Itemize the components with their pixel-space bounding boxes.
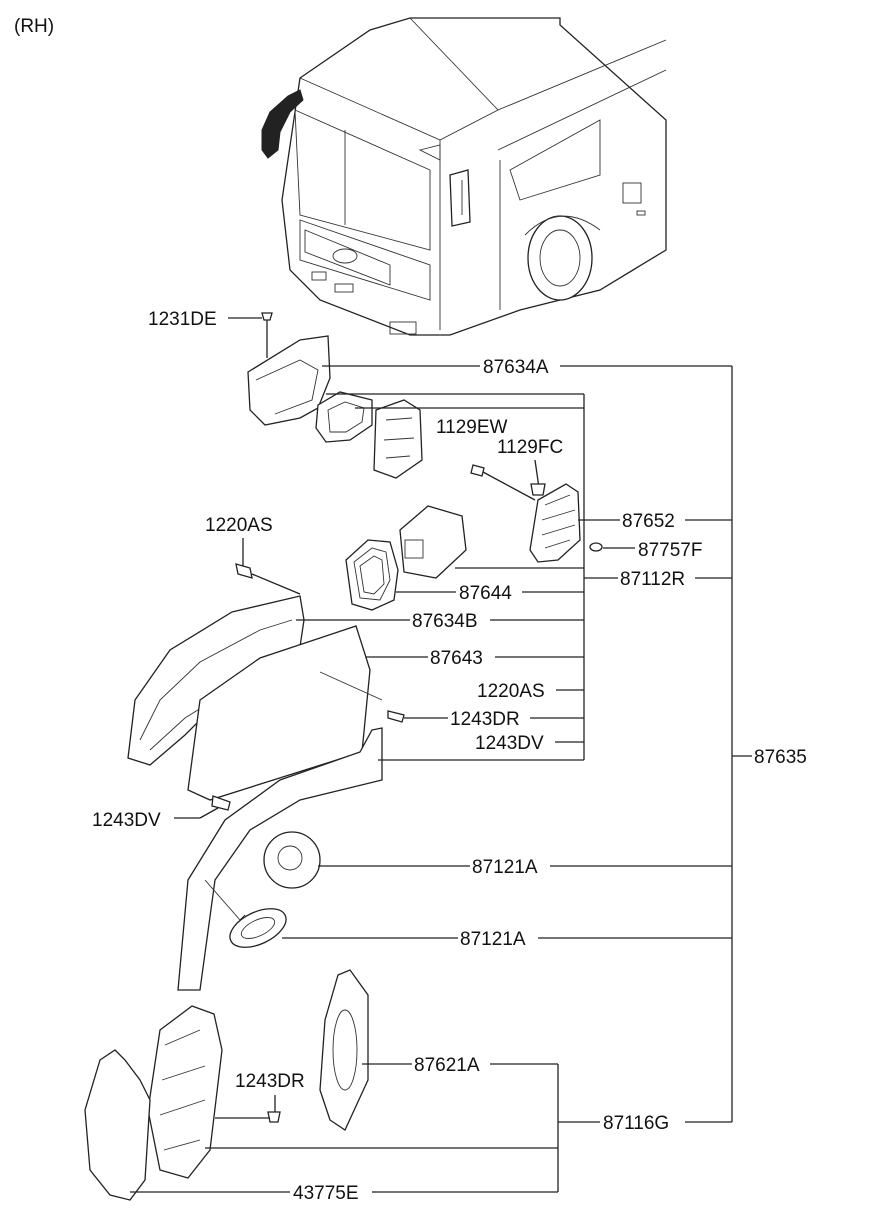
screw-1231DE [261,312,273,358]
label-87112R: 87112R [620,569,685,590]
van-illustration [261,17,667,336]
part-43775E [84,1049,151,1201]
screw-1243DR-mid [387,710,405,723]
screw-1243DV-left [211,795,231,811]
label-87635: 87635 [754,747,807,768]
label-87634A: 87634A [483,357,549,378]
part-87634B [127,595,305,766]
part-actuator [399,505,467,579]
label-87116G: 87116G [603,1113,669,1134]
part-87652 [529,483,581,563]
label-1220AS-right: 1220AS [477,681,545,702]
label-43775E: 43775E [293,1183,359,1204]
label-1243DR-mid: 1243DR [450,709,520,730]
part-87116G [147,1005,223,1179]
label-1231DE: 1231DE [148,309,217,330]
screw-1129EW [470,464,536,501]
label-1129EW: 1129EW [436,417,508,438]
label-1243DV-left: 1243DV [92,810,161,831]
part-87643 [187,625,371,801]
label-87644: 87644 [459,583,512,604]
label-87621A: 87621A [414,1055,480,1076]
part-87621A [319,969,369,1131]
part-87121A-lower [229,908,287,948]
part-stay-arm [177,727,383,991]
label-1243DV-right: 1243DV [475,733,544,754]
part-frame-gasket [315,391,373,443]
bolt-1220AS [235,538,301,595]
label-87121A-a: 87121A [472,857,538,878]
part-87757F [589,542,603,552]
label-87652: 87652 [622,511,675,532]
label-1243DR-low: 1243DR [235,1071,305,1092]
screw-1243DR-low [215,1095,281,1123]
screw-1129FC [530,459,546,496]
label-1220AS-top: 1220AS [205,515,273,536]
label-87634B: 87634B [412,611,478,632]
part-87121A-upper [263,831,321,889]
leader-lines [130,317,752,1193]
label-87757F: 87757F [638,540,702,561]
label-87121A-b: 87121A [460,929,526,950]
label-1129FC: 1129FC [497,437,563,458]
label-87643: 87643 [430,648,483,669]
side-label: (RH) [14,16,54,37]
